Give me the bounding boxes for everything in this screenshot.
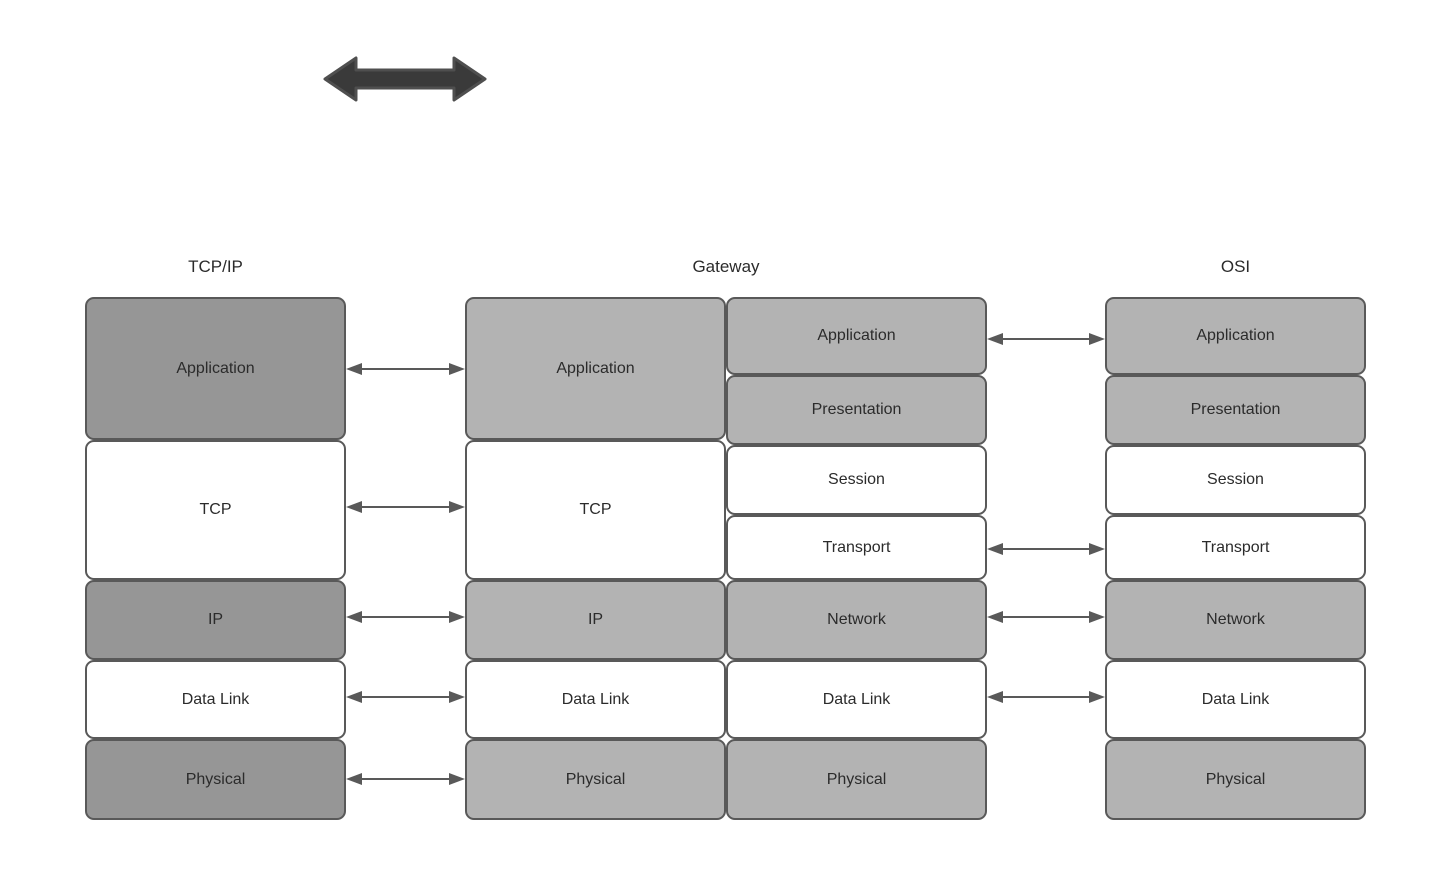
osi-layer-data-link[interactable]: Data Link xyxy=(1105,660,1366,739)
connector-gateway-osi-transport xyxy=(987,539,1105,559)
connector-gateway-osi-application xyxy=(987,329,1105,349)
osi-layer-presentation[interactable]: Presentation xyxy=(1105,375,1366,445)
gateway-right-layer-application[interactable]: Application xyxy=(726,297,987,375)
gateway-left-layer-data-link[interactable]: Data Link xyxy=(465,660,726,739)
tcpip-layer-data-link[interactable]: Data Link xyxy=(85,660,346,739)
osi-layer-physical[interactable]: Physical xyxy=(1105,739,1366,820)
tcpip-layer-ip[interactable]: IP xyxy=(85,580,346,660)
connector-tcpip-gateway-ip xyxy=(346,607,465,627)
gateway-right-layer-data-link[interactable]: Data Link xyxy=(726,660,987,739)
gateway-right-layer-network[interactable]: Network xyxy=(726,580,987,660)
gateway-right-layer-presentation[interactable]: Presentation xyxy=(726,375,987,445)
column-header-gateway: Gateway xyxy=(692,257,760,276)
osi-layer-network[interactable]: Network xyxy=(1105,580,1366,660)
gateway-right-layer-transport[interactable]: Transport xyxy=(726,515,987,580)
tcpip-layer-physical[interactable]: Physical xyxy=(85,739,346,820)
osi-layer-application[interactable]: Application xyxy=(1105,297,1366,375)
tcpip-layer-tcp[interactable]: TCP xyxy=(85,440,346,580)
gateway-right-layer-session[interactable]: Session xyxy=(726,445,987,515)
column-header-tcpip: TCP/IP xyxy=(188,257,243,276)
osi-layer-transport[interactable]: Transport xyxy=(1105,515,1366,580)
connector-tcpip-gateway-physical xyxy=(346,769,465,789)
gateway-left-layer-ip[interactable]: IP xyxy=(465,580,726,660)
gateway-left-layer-physical[interactable]: Physical xyxy=(465,739,726,820)
tcpip-layer-application[interactable]: Application xyxy=(85,297,346,440)
connector-tcpip-gateway-data-link xyxy=(346,687,465,707)
double-headed-arrow-icon xyxy=(322,52,488,106)
osi-layer-session[interactable]: Session xyxy=(1105,445,1366,515)
connector-gateway-osi-network xyxy=(987,607,1105,627)
connector-tcpip-gateway-application xyxy=(346,359,465,379)
gateway-left-layer-tcp[interactable]: TCP xyxy=(465,440,726,580)
connector-gateway-osi-data-link xyxy=(987,687,1105,707)
connector-tcpip-gateway-tcp xyxy=(346,497,465,517)
gateway-right-layer-physical[interactable]: Physical xyxy=(726,739,987,820)
column-header-osi: OSI xyxy=(1220,257,1251,276)
gateway-left-layer-application[interactable]: Application xyxy=(465,297,726,440)
